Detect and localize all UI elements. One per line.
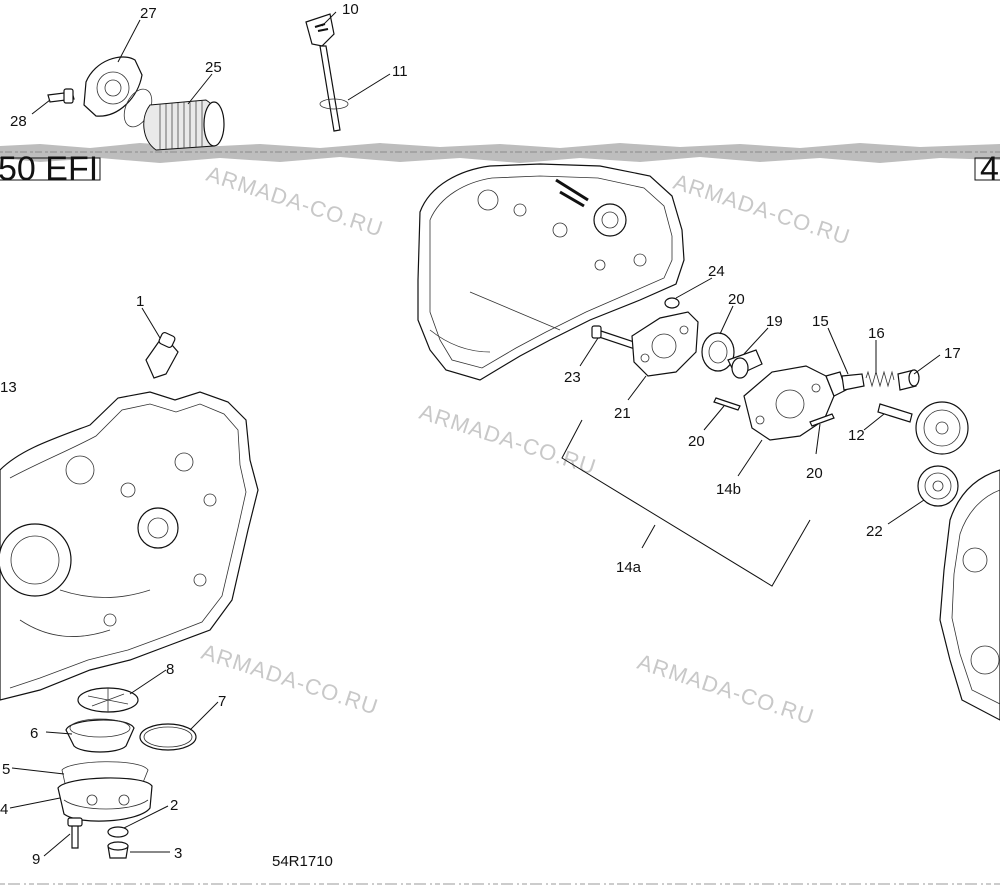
callout-24: 24 (708, 263, 725, 280)
callout-17: 17 (944, 345, 961, 362)
diagram-code: 54R1710 (272, 853, 333, 870)
callout-20: 20 (806, 465, 823, 482)
right-crankcase (939, 469, 1000, 721)
frame-left: 50 EFI (0, 150, 101, 188)
callout-22: 22 (866, 523, 883, 540)
callout-14a: 14a (616, 559, 642, 576)
frame-right: 4 (974, 150, 1000, 188)
oil-strainer-group (57, 687, 197, 859)
sensor-part-1 (145, 331, 179, 379)
oil-pump-group (591, 297, 969, 507)
callout-7: 7 (218, 693, 226, 710)
callout-19: 19 (766, 313, 783, 330)
callout-27: 27 (140, 5, 157, 22)
callout-25: 25 (205, 59, 222, 76)
callout-21: 21 (614, 405, 631, 422)
callout-3: 3 (174, 845, 182, 862)
left-crankcase (0, 391, 259, 701)
callout-20: 20 (688, 433, 705, 450)
leader-lines (9, 11, 941, 857)
torn-paper-strip (0, 143, 1000, 163)
watermark: ARMADA-CO.RU (203, 161, 386, 242)
callout-6: 6 (30, 725, 38, 742)
callout-28: 28 (10, 113, 27, 130)
callout-23: 23 (564, 369, 581, 386)
callout-8: 8 (166, 661, 174, 678)
callout-10: 10 (342, 1, 359, 18)
callout-14b: 14b (716, 481, 741, 498)
watermark: ARMADA-CO.RU (670, 169, 853, 250)
callout-labels: 27 25 28 10 11 1 13 24 20 19 15 16 17 23… (0, 1, 961, 868)
callout-12: 12 (848, 427, 865, 444)
callout-4: 4 (0, 801, 8, 818)
oil-filter-group (47, 56, 225, 151)
assembly-bracket-14a (561, 419, 811, 587)
frame-left-text: 50 EFI (0, 150, 98, 188)
watermark: ARMADA-CO.RU (634, 649, 817, 730)
callout-11: 11 (392, 63, 408, 80)
callout-16: 16 (868, 325, 885, 342)
callout-20: 20 (728, 291, 745, 308)
center-crankcase (417, 163, 685, 381)
callout-2: 2 (170, 797, 178, 814)
callout-9: 9 (32, 851, 40, 868)
callout-1: 1 (136, 293, 144, 310)
frame-right-text: 4 (980, 150, 999, 188)
callout-5: 5 (2, 761, 10, 778)
callout-15: 15 (812, 313, 829, 330)
callout-13: 13 (0, 379, 17, 396)
dipstick-group (305, 13, 349, 132)
